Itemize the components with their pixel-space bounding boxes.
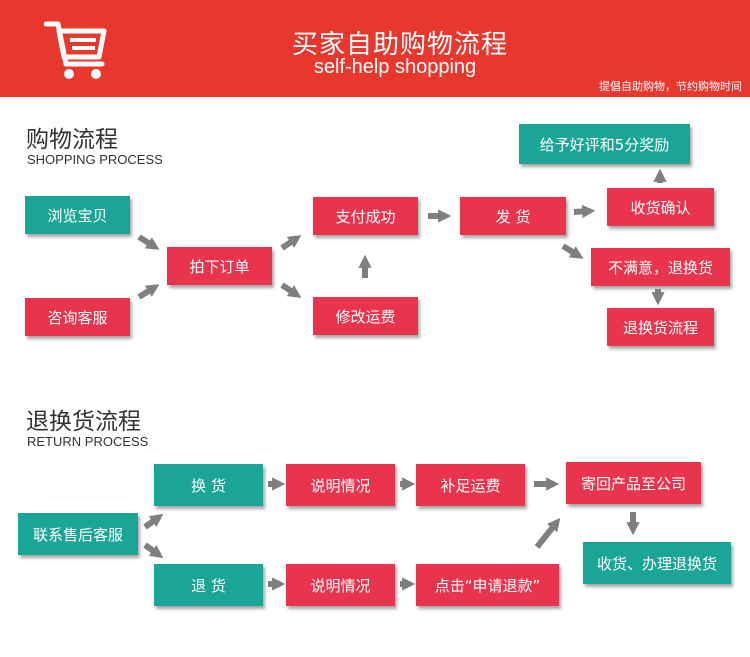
consult-service-box: 咨询客服	[25, 298, 130, 336]
arrow-ship-to-confirm	[573, 204, 596, 219]
browse-items-box: 浏览宝贝	[25, 196, 130, 234]
return-section-title: 退换货流程	[26, 409, 141, 435]
place-order-box: 拍下订单	[167, 247, 272, 285]
refund-box: 退 货	[154, 564, 263, 606]
page-title: 买家自助购物流程	[291, 30, 508, 60]
confirm-receipt-box: 收货确认	[607, 188, 714, 226]
arrow-ship-to-unsatisfied	[561, 243, 584, 259]
arrow-order-to-paid	[280, 235, 302, 251]
arrow-browse-to-order	[137, 234, 160, 250]
send-back-product-box: 寄回产品至公司	[566, 462, 701, 504]
modify-shipping-fee-box: 修改运费	[313, 297, 418, 335]
apply-refund-box: 点击“申请退款”	[416, 564, 559, 606]
arrow-contact-to-exchange	[143, 513, 164, 530]
receive-process-box: 收货、办理退换货	[583, 542, 731, 584]
exchange-box: 换 货	[154, 464, 263, 506]
header-banner: 买家自助购物流程 self-help shopping 提倡自助购物，节约购物时…	[0, 0, 750, 97]
arrow-order-to-modify	[280, 282, 302, 298]
page-subtitle: self-help shopping	[313, 56, 477, 78]
shopping-section-subtitle: SHOPPING PROCESS	[27, 152, 163, 167]
explain-situation-box-refund: 说明情况	[286, 564, 395, 606]
shopping-cart-icon	[44, 21, 107, 79]
return-section-subtitle: RETURN PROCESS	[27, 434, 149, 449]
arrow-contact-to-refund	[143, 542, 164, 559]
return-process-box: 退换货流程	[607, 308, 714, 346]
payment-success-box: 支付成功	[313, 197, 418, 235]
ship-goods-box: 发 货	[460, 197, 566, 235]
contact-aftersales-box: 联系售后客服	[18, 513, 138, 555]
header-slogan: 提倡自助购物，节约购物时间	[599, 80, 742, 93]
shopping-section-title: 购物流程	[26, 127, 118, 153]
arrow-consult-to-order	[137, 284, 160, 300]
unsatisfied-return-box: 不满意，退换货	[591, 248, 730, 286]
give-review-box: 给予好评和5分奖励	[519, 124, 690, 164]
arrow-apply-to-sendback	[534, 517, 561, 549]
add-shipping-fee-box: 补足运费	[416, 464, 525, 506]
explain-situation-box-exchange: 说明情况	[286, 464, 395, 506]
